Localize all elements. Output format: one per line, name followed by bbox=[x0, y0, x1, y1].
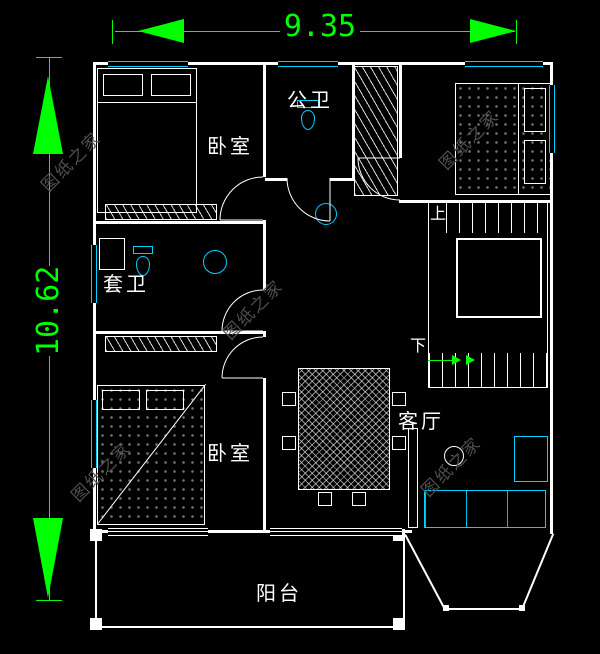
wall-segment bbox=[263, 378, 266, 532]
extension-tick bbox=[36, 57, 62, 58]
stairwell-opening bbox=[456, 238, 542, 318]
window-symbol bbox=[465, 61, 543, 67]
door-arc bbox=[219, 176, 264, 221]
wall-segment bbox=[263, 62, 266, 177]
left-dimension-text: 10.62 bbox=[31, 265, 66, 356]
wall-segment bbox=[352, 62, 355, 180]
bay-window-segment bbox=[404, 534, 447, 611]
wall-segment bbox=[400, 530, 412, 533]
bay-window-segment bbox=[521, 533, 555, 610]
sink-symbol bbox=[315, 203, 337, 225]
chair-symbol bbox=[352, 492, 366, 506]
top-dimension-text: 9.35 bbox=[280, 10, 360, 44]
toilet-symbol bbox=[133, 246, 153, 254]
chair-symbol bbox=[392, 436, 406, 450]
sofa-symbol bbox=[424, 490, 546, 528]
label-balcony: 阳台 bbox=[256, 581, 302, 605]
bed-symbol bbox=[455, 83, 551, 195]
balcony-wall bbox=[95, 626, 405, 628]
label-bedroom-top: 卧室 bbox=[207, 134, 253, 158]
stairs-direction-line bbox=[428, 360, 454, 361]
washer-symbol bbox=[99, 238, 125, 270]
watermark-text: 图纸之家 bbox=[219, 276, 288, 345]
label-bedroom-bottom: 卧室 bbox=[207, 441, 253, 465]
chair-symbol bbox=[392, 392, 406, 406]
bed-line bbox=[98, 102, 196, 103]
bay-window-mullion bbox=[443, 605, 449, 611]
tv-cabinet-symbol bbox=[408, 428, 418, 528]
sink-symbol bbox=[203, 250, 227, 274]
dining-table-symbol bbox=[298, 368, 390, 490]
wardrobe-symbol bbox=[105, 336, 217, 352]
pillow-symbol bbox=[146, 390, 184, 410]
pillow-symbol bbox=[524, 88, 546, 132]
wall-segment bbox=[330, 178, 355, 181]
dimension-arrow-down bbox=[33, 518, 63, 598]
window-symbol bbox=[108, 61, 188, 67]
bed-line bbox=[518, 84, 519, 194]
bay-window-segment bbox=[445, 608, 523, 610]
wall-segment bbox=[265, 178, 287, 181]
pillow-symbol bbox=[102, 390, 140, 410]
toilet-symbol bbox=[297, 100, 319, 108]
stairs-treads bbox=[446, 203, 546, 233]
extension-tick bbox=[516, 20, 517, 44]
pillow-symbol bbox=[103, 74, 143, 96]
chair-symbol bbox=[318, 492, 332, 506]
bed-symbol bbox=[97, 68, 197, 213]
window-symbol bbox=[549, 85, 555, 153]
stairs-treads bbox=[429, 353, 547, 387]
toilet-symbol bbox=[301, 110, 315, 130]
balcony-column bbox=[90, 529, 102, 541]
extension-tick bbox=[112, 20, 113, 44]
balcony-door-symbol bbox=[270, 528, 402, 536]
dimension-arrow-up bbox=[33, 76, 63, 154]
wall-segment bbox=[263, 331, 266, 337]
window-symbol bbox=[91, 245, 97, 303]
window-symbol bbox=[108, 528, 208, 536]
window-symbol bbox=[278, 61, 338, 67]
wall-segment bbox=[399, 62, 402, 158]
stairs-direction-arrow bbox=[452, 355, 461, 365]
wall-segment bbox=[550, 62, 553, 534]
label-stairs-down: 下 bbox=[410, 336, 427, 355]
pillow-symbol bbox=[151, 74, 191, 96]
dimension-arrow-right bbox=[470, 19, 516, 43]
pillow-symbol bbox=[524, 140, 546, 184]
wall-segment bbox=[399, 200, 553, 203]
label-living-room: 客厅 bbox=[398, 409, 444, 433]
window-symbol bbox=[91, 400, 97, 468]
balcony-column bbox=[90, 618, 102, 630]
label-ensuite-bathroom: 套卫 bbox=[103, 272, 149, 296]
bay-window-mullion bbox=[519, 605, 525, 611]
dimension-arrow-left bbox=[138, 19, 184, 43]
chair-symbol bbox=[282, 392, 296, 406]
extension-tick bbox=[36, 600, 62, 601]
chair-symbol bbox=[282, 436, 296, 450]
wall-segment bbox=[93, 331, 265, 334]
wall-segment bbox=[263, 220, 266, 290]
stairs-outline bbox=[428, 202, 548, 388]
label-stairs-up: 上 bbox=[430, 204, 447, 223]
armchair-symbol bbox=[514, 436, 548, 482]
coffee-table-symbol bbox=[444, 446, 464, 466]
balcony-wall bbox=[95, 534, 97, 628]
wall-segment bbox=[93, 221, 265, 224]
balcony-column bbox=[393, 618, 405, 630]
wardrobe-symbol bbox=[354, 66, 398, 196]
balcony-wall bbox=[403, 534, 405, 628]
toilet-symbol bbox=[136, 256, 150, 276]
label-public-bathroom: 公卫 bbox=[287, 88, 333, 112]
stairs-direction-arrow bbox=[466, 355, 475, 365]
